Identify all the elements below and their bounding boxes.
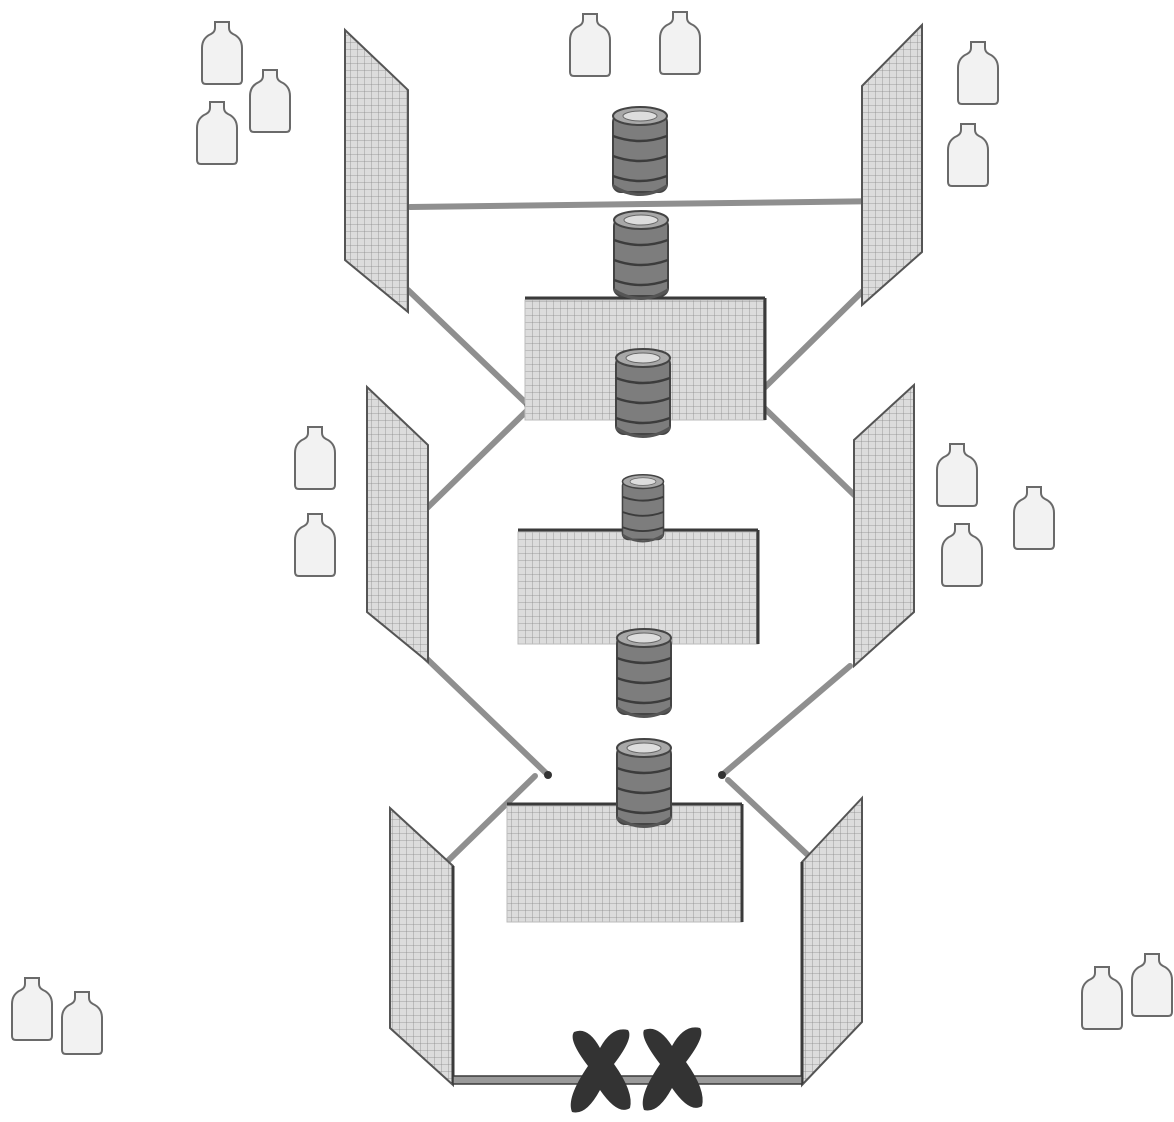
paper-target-icon [1081,966,1123,1030]
start-fault-line [452,1075,803,1085]
paper-target-icon [61,991,103,1055]
barrel-icon [615,628,673,720]
rail-top [407,198,891,210]
paper-target-icon [201,21,243,85]
paper-target-icon [569,13,611,77]
paper-target-icon [11,977,53,1041]
start-marks [570,1027,703,1113]
barrel-icon [612,210,670,302]
paper-target-icon [294,513,336,577]
start-x-icon [570,1029,631,1113]
wall-bottom-right [801,795,863,1088]
rails [405,198,891,891]
wall-bottom-left [389,805,454,1088]
barrel-icon [611,106,669,198]
start-box [451,862,804,1083]
paper-target-icon [1013,486,1055,550]
rail-upper-right-down [752,283,871,400]
low-walls [506,296,767,923]
paper-target-icon [659,11,701,75]
paper-target-icon [957,41,999,105]
barrel-icon [615,738,673,830]
start-x-icon [642,1027,703,1111]
paper-target-icon [1131,953,1173,1017]
paper-target-icon [947,123,989,187]
low-wall-middle [517,528,760,645]
paper-target-icon [941,523,983,587]
wall-mid-left [366,384,429,665]
rail-mid-left-up [422,393,545,513]
rail-lower-left-down [423,655,551,778]
rail-upper-left-down [405,287,531,408]
mesh-walls [344,22,923,1088]
paper-target-icon [196,101,238,165]
barrels [611,106,673,830]
barrel-icon [614,348,672,440]
barrel-icon [621,474,665,544]
paper-target-icon [294,426,336,490]
paper-target-icon [936,443,978,507]
rail-lower-right-down [719,663,853,778]
wall-upper-left [344,27,409,315]
paper-target-icon [249,69,291,133]
wall-mid-right [853,382,915,669]
wall-upper-right [861,22,923,308]
